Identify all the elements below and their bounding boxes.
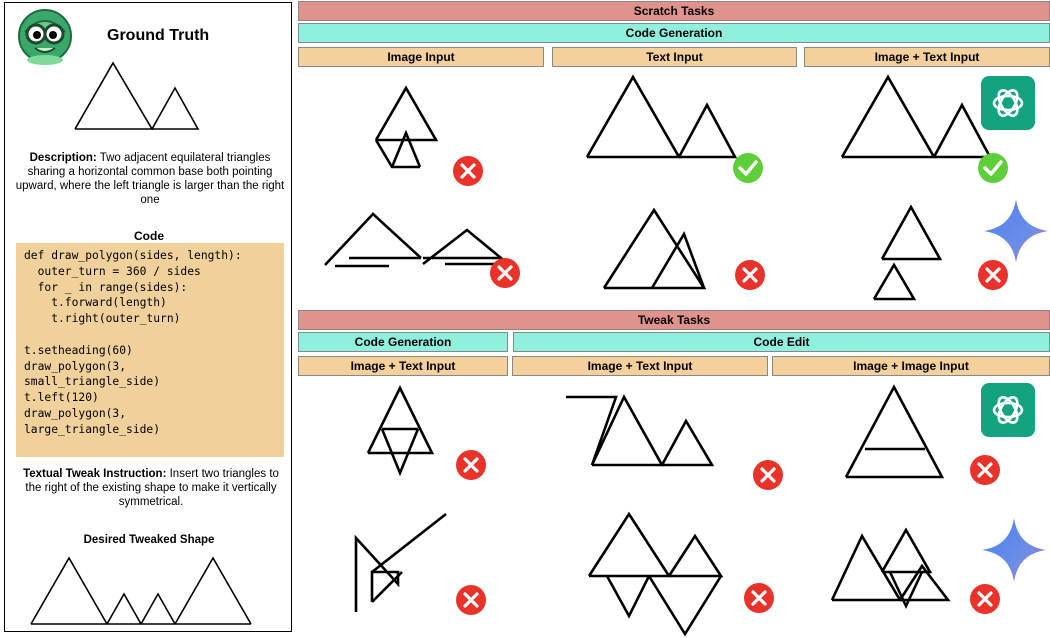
scratch-gemini-image-output <box>324 212 505 268</box>
x-mark-icon <box>453 156 483 186</box>
desired-tweaked-shape <box>30 556 252 625</box>
tweak-instruction: Textual Tweak Instruction: Insert two tr… <box>19 467 283 509</box>
x-mark-icon <box>735 260 765 290</box>
tweak-gpt-edit-text-output <box>566 394 715 467</box>
tweak-gemini-edit-text-output <box>587 511 724 637</box>
description: Description: Two adjacent equilateral tr… <box>15 151 285 207</box>
code-text: def draw_polygon(sides, length): outer_t… <box>24 249 242 436</box>
scratch-gpt-image-text-output <box>840 74 993 159</box>
turtle-logo-icon <box>18 9 72 65</box>
x-mark-icon <box>978 260 1008 290</box>
scratch-gpt-image-output <box>374 85 439 169</box>
x-mark-icon <box>970 455 1000 485</box>
tweak-code-edit-header: Code Edit <box>513 332 1050 352</box>
x-mark-icon <box>456 450 486 480</box>
desired-shape-title: Desired Tweaked Shape <box>83 534 215 546</box>
gemini-icon <box>984 199 1048 263</box>
description-label: Description: <box>29 152 97 164</box>
tweak-gpt-edit-image-output <box>844 384 945 479</box>
tweak-column-edit-image-text: Image + Text Input <box>512 356 768 376</box>
code-title: Code <box>134 229 164 243</box>
x-mark-icon <box>970 584 1000 614</box>
scratch-gemini-image-text-output <box>872 204 943 301</box>
x-mark-icon <box>456 585 486 615</box>
chatgpt-icon <box>981 383 1035 437</box>
check-mark-icon <box>978 153 1008 183</box>
gemini-icon <box>982 518 1046 582</box>
scratch-column-image-input: Image Input <box>298 47 544 67</box>
description-text: Two adjacent equilateral triangles shari… <box>15 152 285 206</box>
tweak-tasks-header: Tweak Tasks <box>298 310 1050 330</box>
tweak-gemini-gen-output <box>354 512 447 612</box>
scratch-code-generation-header: Code Generation <box>298 23 1050 43</box>
tweak-code-generation-header: Code Generation <box>298 332 508 352</box>
tweak-instruction-text: Insert two triangles to the right of the… <box>25 468 279 508</box>
scratch-gemini-text-output <box>602 207 707 290</box>
chatgpt-icon <box>981 76 1035 130</box>
tweak-gemini-edit-image-output <box>830 527 951 610</box>
scratch-column-text-input: Text Input <box>552 47 797 67</box>
tweak-instruction-label: Textual Tweak Instruction: <box>23 468 167 480</box>
tweak-column-edit-image-image: Image + Image Input <box>772 356 1050 376</box>
x-mark-icon <box>753 460 783 490</box>
x-mark-icon <box>744 583 774 613</box>
check-mark-icon <box>733 153 763 183</box>
x-mark-icon <box>490 258 520 288</box>
code-block: def draw_polygon(sides, length): outer_t… <box>16 243 284 457</box>
ground-truth-shape <box>74 61 200 130</box>
tweak-gpt-gen-output <box>366 385 435 477</box>
ground-truth-panel: Ground Truth Description: Two adjacent e… <box>4 2 292 632</box>
scratch-tasks-header: Scratch Tasks <box>298 1 1050 21</box>
scratch-gpt-text-output <box>585 74 738 159</box>
ground-truth-title: Ground Truth <box>107 27 210 44</box>
tweak-column-gen-image-text: Image + Text Input <box>298 356 508 376</box>
scratch-column-image-text-input: Image + Text Input <box>804 47 1050 67</box>
